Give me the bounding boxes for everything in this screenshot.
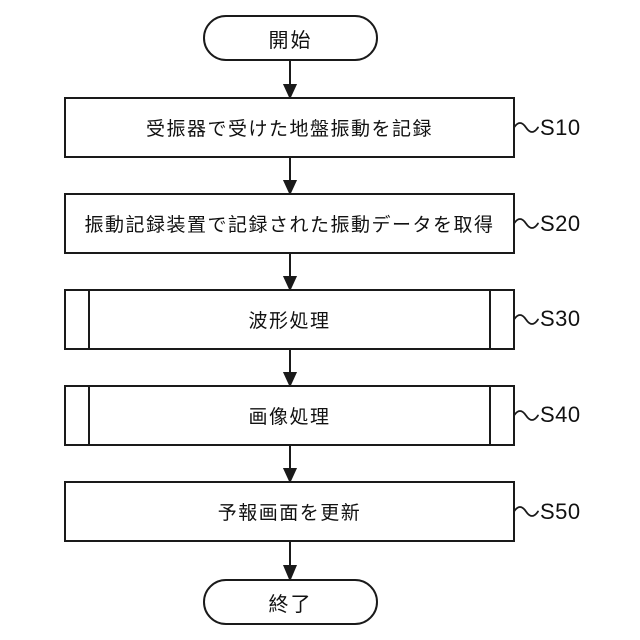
flow-arrowhead (282, 84, 298, 100)
predefined-process-bar-right (489, 387, 491, 444)
process-record-vibration-label: 受振器で受けた地盤振動を記録 (145, 119, 433, 140)
predefined-process-bar-right (489, 291, 491, 348)
ref-squiggle (513, 410, 539, 421)
ref-squiggle (513, 314, 539, 325)
terminal-end-label: 終了 (268, 593, 313, 616)
ref-squiggle (513, 218, 539, 229)
process-acquire-data-label: 振動記録装置で記録された振動データを取得 (84, 215, 495, 236)
step-ref-s40-label: S40 (540, 402, 581, 427)
flow-arrowhead (282, 372, 298, 388)
predefined-process-bar-left (88, 387, 90, 444)
step-ref-s50: S50 (540, 498, 610, 526)
step-ref-s10: S10 (540, 114, 610, 142)
terminal-start: 開始 (203, 15, 378, 61)
flow-arrowhead (282, 468, 298, 484)
flow-arrowhead (282, 565, 298, 582)
process-acquire-data: 振動記録装置で記録された振動データを取得 (64, 193, 515, 254)
subroutine-waveform-processing-label: 波形処理 (248, 311, 331, 332)
ref-squiggle (513, 122, 539, 133)
step-ref-s20: S20 (540, 210, 610, 238)
process-record-vibration: 受振器で受けた地盤振動を記録 (64, 97, 515, 158)
subroutine-image-processing: 画像処理 (64, 385, 515, 446)
step-ref-s30-label: S30 (540, 306, 581, 331)
subroutine-image-processing-label: 画像処理 (248, 407, 331, 428)
subroutine-waveform-processing: 波形処理 (64, 289, 515, 350)
step-ref-s20-label: S20 (540, 211, 581, 236)
flow-arrowhead (282, 180, 298, 196)
terminal-start-label: 開始 (268, 29, 313, 52)
step-ref-s30: S30 (540, 305, 610, 333)
ref-squiggle (513, 506, 539, 517)
terminal-end: 終了 (203, 579, 378, 625)
flow-arrowhead (282, 276, 298, 292)
step-ref-s50-label: S50 (540, 499, 581, 524)
step-ref-s10-label: S10 (540, 115, 581, 140)
process-update-forecast-screen: 予報画面を更新 (64, 481, 515, 542)
process-update-forecast-screen-label: 予報画面を更新 (217, 503, 362, 524)
step-ref-s40: S40 (540, 401, 610, 429)
predefined-process-bar-left (88, 291, 90, 348)
